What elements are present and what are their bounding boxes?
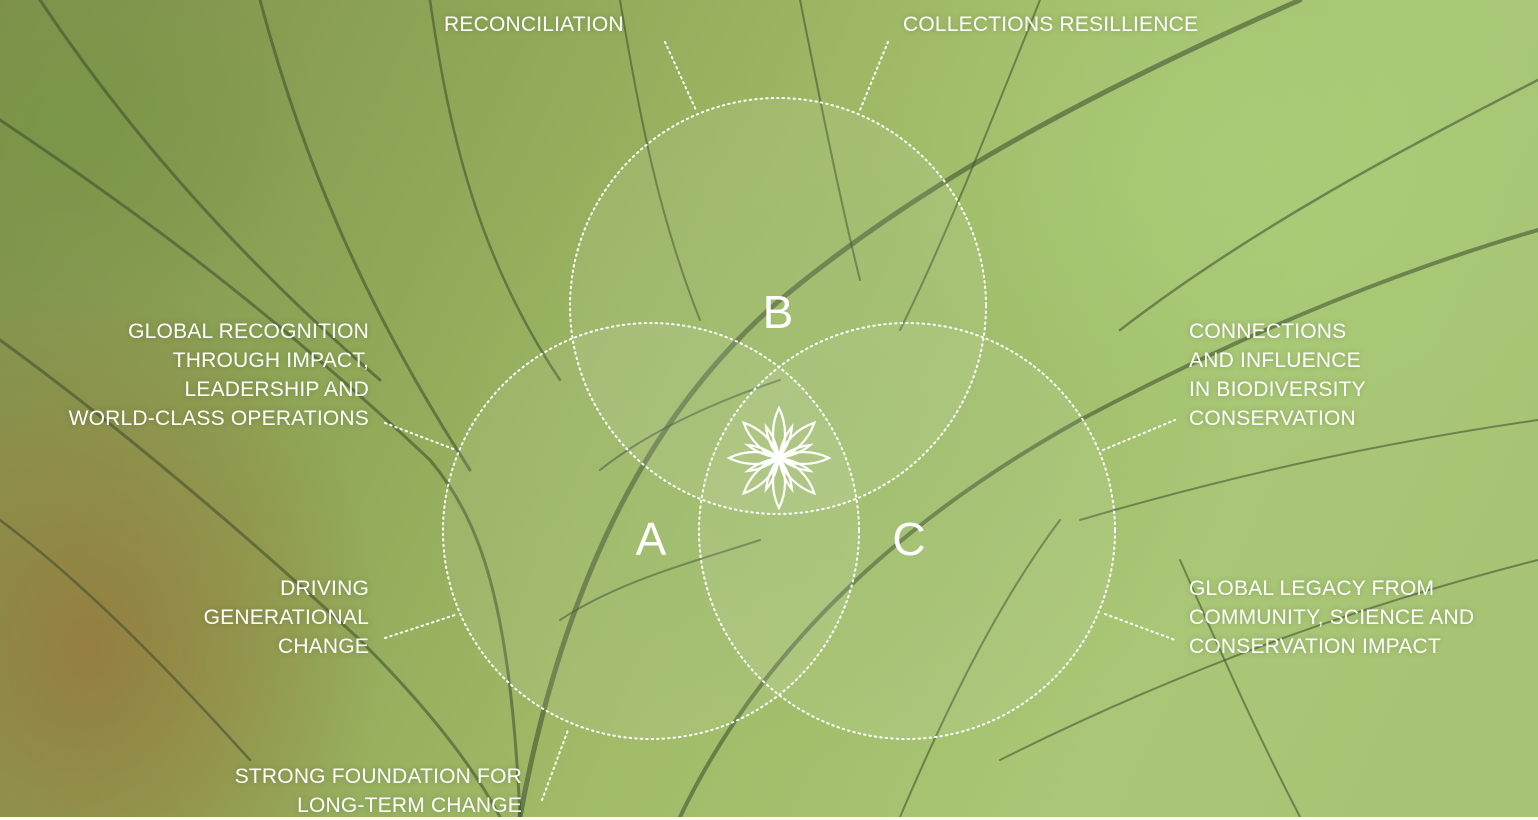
circle-label-a: A [636,513,667,565]
label-global-recognition: GLOBAL RECOGNITION THROUGH IMPACT, LEADE… [69,317,369,433]
circle-label-c: C [892,513,925,565]
connector-reconciliation [665,42,696,110]
label-reconciliation: RECONCILIATION [444,10,624,39]
connector-connections [1103,420,1175,450]
connector-driving-change [385,614,458,638]
label-connections-influence: CONNECTIONS AND INFLUENCE IN BIODIVERSIT… [1189,317,1366,433]
circle-label-b: B [763,286,794,338]
connector-collections [860,42,888,110]
label-collections-resilience: COLLECTIONS RESILLIENCE [903,10,1198,39]
label-global-legacy: GLOBAL LEGACY FROM COMMUNITY, SCIENCE AN… [1189,574,1474,661]
label-strong-foundation: STRONG FOUNDATION FOR LONG-TERM CHANGE [235,762,522,820]
label-driving-generational-change: DRIVING GENERATIONAL CHANGE [204,574,369,661]
connector-strong-foundation [542,730,568,800]
connector-global-legacy [1105,614,1175,640]
connector-global-recognition [385,423,456,450]
